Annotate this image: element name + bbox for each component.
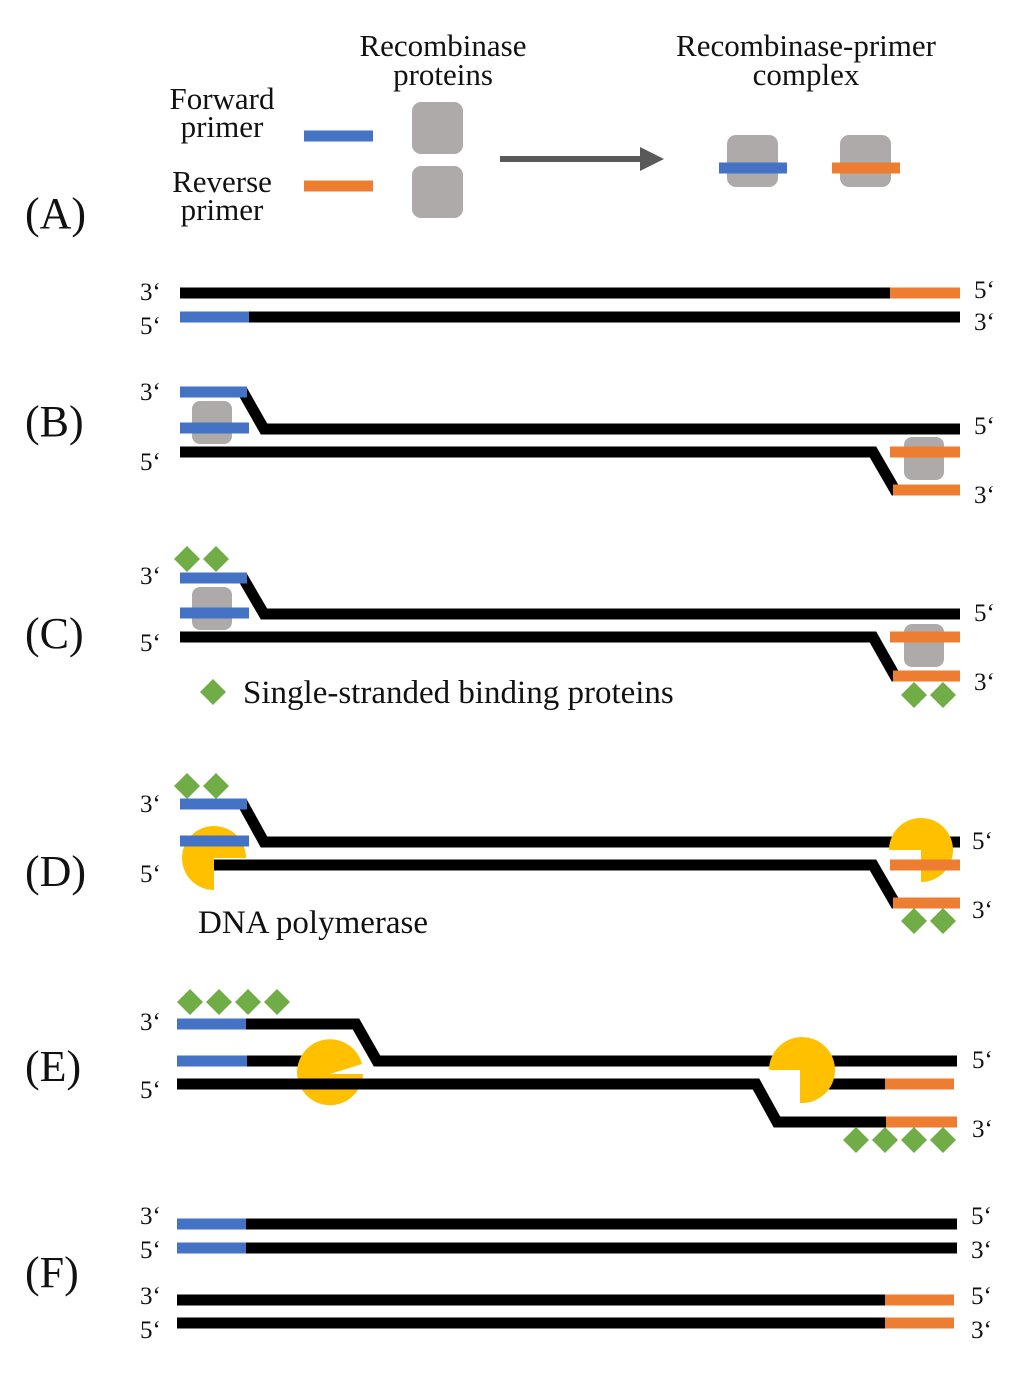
end-label: 5‘ bbox=[140, 861, 161, 888]
end-label: 3‘ bbox=[140, 379, 161, 406]
ssb-caption: Single-stranded binding proteins bbox=[243, 675, 674, 711]
dna-polymerase-icon bbox=[769, 1037, 835, 1104]
complex-label-line1: Recombinase-primer bbox=[676, 28, 937, 63]
panel-label-d: (D) bbox=[25, 847, 86, 896]
ssb-diamond-icon bbox=[930, 1127, 956, 1153]
ssb-diamond-icon bbox=[235, 989, 261, 1015]
end-label: 3‘ bbox=[974, 309, 995, 336]
dna-polymerase-icon bbox=[297, 1039, 363, 1106]
ssb-diamond-icon bbox=[203, 773, 229, 799]
ssb-diamond-icon bbox=[872, 1127, 898, 1153]
ssb-diamond-icon bbox=[174, 773, 200, 799]
end-label: 5‘ bbox=[140, 313, 161, 340]
panel-label-a: (A) bbox=[25, 189, 86, 238]
panel-label-c: (C) bbox=[25, 609, 84, 658]
end-label: 5‘ bbox=[972, 828, 993, 855]
panel-d: (D) DNA polymerase 3‘ 5‘ 5‘ 3‘ bbox=[25, 773, 993, 941]
complex-label-line2: complex bbox=[753, 57, 860, 92]
forward-primer-label-line2: primer bbox=[181, 109, 264, 144]
ssb-diamond-icon bbox=[901, 908, 927, 934]
panel-a: (A) Forward primer Reverse primer Recomb… bbox=[25, 28, 937, 238]
panel-label-f: (F) bbox=[25, 1248, 79, 1297]
recombinase-protein-icon bbox=[727, 135, 778, 187]
bottom-strand bbox=[177, 1078, 957, 1128]
ssb-diamond-icon bbox=[174, 546, 200, 572]
top-strand bbox=[180, 386, 960, 435]
recombinase-proteins-label-line1: Recombinase bbox=[359, 28, 526, 63]
panel-b: (B) 3‘ 5‘ 5‘ 3‘ bbox=[25, 379, 995, 509]
dna-polymerase-icon bbox=[889, 818, 953, 882]
bottom-strand bbox=[180, 631, 960, 682]
ssb-diamond-icon bbox=[901, 682, 927, 708]
ssb-diamond-icon bbox=[930, 908, 956, 934]
top-strand bbox=[180, 798, 960, 848]
ssb-legend-icon bbox=[200, 679, 226, 705]
ssb-diamond-icon bbox=[177, 989, 203, 1015]
end-label: 3‘ bbox=[140, 791, 161, 818]
end-label: 3‘ bbox=[974, 482, 995, 509]
end-label: 5‘ bbox=[140, 1237, 161, 1264]
end-label: 5‘ bbox=[974, 413, 995, 440]
ssb-diamond-icon bbox=[901, 1127, 927, 1153]
end-label: 3‘ bbox=[974, 669, 995, 696]
end-label: 5‘ bbox=[974, 277, 995, 304]
end-label: 5‘ bbox=[974, 600, 995, 627]
end-label: 5‘ bbox=[971, 1203, 992, 1230]
recombinase-protein-icon bbox=[840, 135, 891, 187]
recombinase-protein-icon bbox=[412, 102, 463, 154]
polymerase-caption: DNA polymerase bbox=[198, 905, 428, 941]
reverse-primer-label-line1: Reverse bbox=[172, 164, 272, 199]
end-label: 5‘ bbox=[140, 449, 161, 476]
panel-c: (C) Single-stranded binding proteins 3‘ … bbox=[25, 546, 995, 711]
ssb-diamond-icon bbox=[843, 1127, 869, 1153]
ssb-diamond-icon bbox=[264, 989, 290, 1015]
end-label: 3‘ bbox=[140, 279, 161, 306]
recombinase-protein-icon bbox=[904, 624, 944, 667]
panel-label-b: (B) bbox=[25, 397, 84, 446]
end-label: 3‘ bbox=[971, 1317, 992, 1344]
panel-e: (E) 3‘ 5‘ 5‘ 3‘ bbox=[25, 989, 993, 1153]
bottom-strand bbox=[180, 446, 960, 496]
end-label: 5‘ bbox=[971, 1283, 992, 1310]
end-label: 3‘ bbox=[140, 1203, 161, 1230]
end-label: 3‘ bbox=[972, 1116, 993, 1143]
panel-f: (F) 3‘ 5‘ 3‘ 5‘ 5‘ 3‘ 5‘ 3‘ bbox=[25, 1203, 992, 1344]
end-label: 3‘ bbox=[140, 563, 161, 590]
recombinase-protein-icon bbox=[904, 437, 944, 480]
template-dna: 3‘ 5‘ 5‘ 3‘ bbox=[140, 277, 995, 340]
ssb-diamond-icon bbox=[930, 682, 956, 708]
panel-label-e: (E) bbox=[25, 1042, 81, 1091]
end-label: 5‘ bbox=[972, 1047, 993, 1074]
bottom-strand bbox=[214, 859, 960, 909]
end-label: 5‘ bbox=[140, 630, 161, 657]
end-label: 5‘ bbox=[140, 1317, 161, 1344]
ssb-diamond-icon bbox=[203, 546, 229, 572]
ssb-diamond-icon bbox=[206, 989, 232, 1015]
end-label: 3‘ bbox=[140, 1009, 161, 1036]
top-strand bbox=[180, 572, 960, 620]
reverse-primer-label-line2: primer bbox=[181, 192, 264, 227]
recombinase-protein-icon bbox=[412, 166, 463, 218]
top-strand bbox=[177, 1018, 957, 1067]
end-label: 3‘ bbox=[971, 1237, 992, 1264]
recombinase-proteins-label-line2: proteins bbox=[393, 57, 493, 92]
end-label: 3‘ bbox=[972, 897, 993, 924]
end-label: 5‘ bbox=[140, 1077, 161, 1104]
end-label: 3‘ bbox=[140, 1283, 161, 1310]
forward-primer-label-line1: Forward bbox=[169, 81, 275, 116]
arrow-right-icon-head bbox=[640, 147, 664, 171]
